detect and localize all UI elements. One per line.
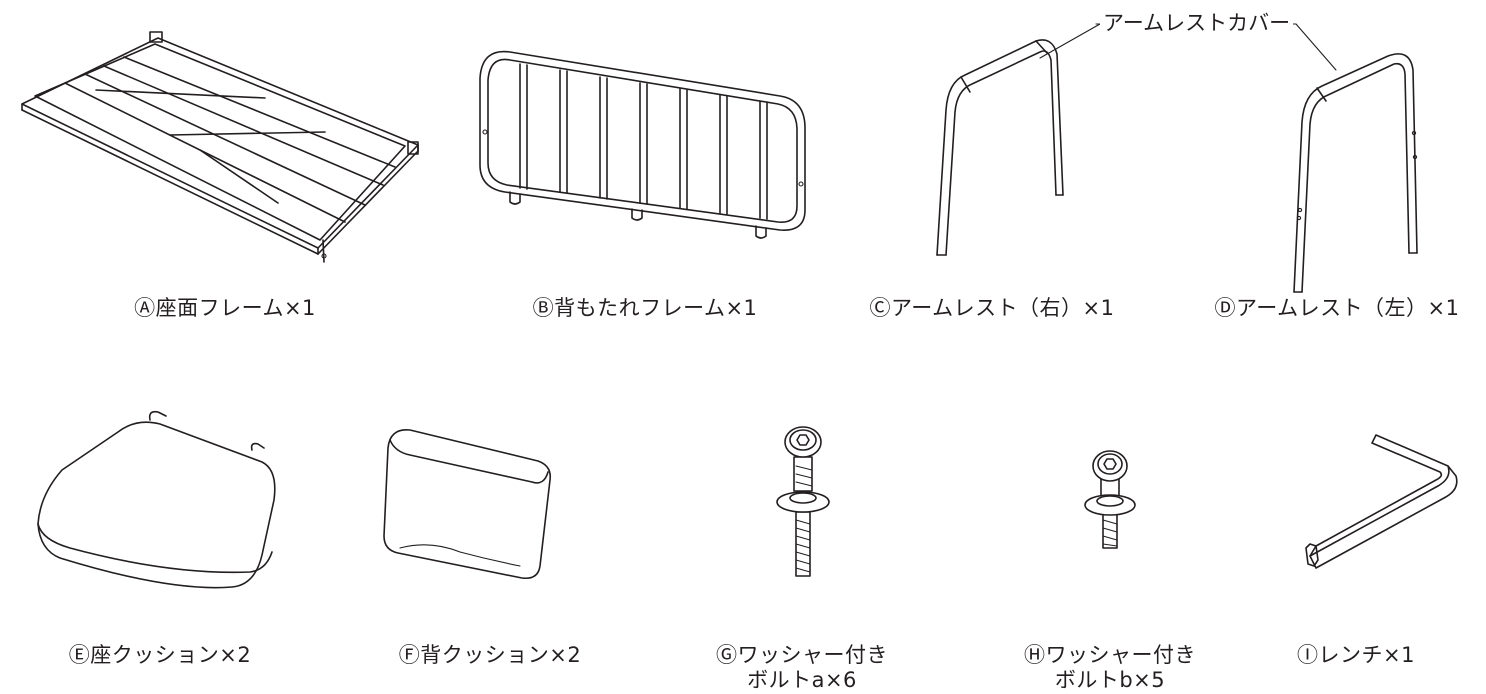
- part-label-armrest-right: Ⓒアームレスト（右）×1: [869, 296, 1115, 320]
- armrest-right-drawing: [936, 39, 1064, 256]
- seat-frame-drawing: [21, 31, 419, 263]
- seat-cushion-drawing: [37, 410, 276, 589]
- part-label-hex-wrench: Ⓘレンチ×1: [1297, 643, 1415, 667]
- part-label-armrest-left: Ⓓアームレスト（左）×1: [1214, 296, 1460, 320]
- part-label-bolt-a-line1: Ⓖワッシャー付き: [716, 643, 888, 667]
- bolt-a-drawing: [776, 426, 830, 577]
- backrest-frame-drawing: [479, 50, 806, 239]
- armrest-left-drawing: [1293, 53, 1418, 293]
- back-cushion-drawing: [383, 429, 552, 580]
- part-label-backrest-frame: Ⓑ背もたれフレーム×1: [532, 296, 758, 320]
- part-label-bolt-a-line2: ボルトa×6: [747, 668, 857, 692]
- part-label-back-cushion: Ⓕ背クッション×2: [398, 643, 582, 667]
- part-label-bolt-b-line1: Ⓗワッシャー付き: [1024, 643, 1196, 667]
- part-label-seat-frame: Ⓐ座面フレーム×1: [134, 296, 316, 320]
- part-label-bolt-b-line2: ボルトb×5: [1054, 668, 1166, 692]
- bolt-b-drawing: [1084, 450, 1136, 549]
- part-label-seat-cushion: Ⓔ座クッション×2: [68, 643, 252, 667]
- armrest-cover-callout: アームレストカバー: [1100, 10, 1294, 36]
- hex-wrench-drawing: [1305, 434, 1458, 569]
